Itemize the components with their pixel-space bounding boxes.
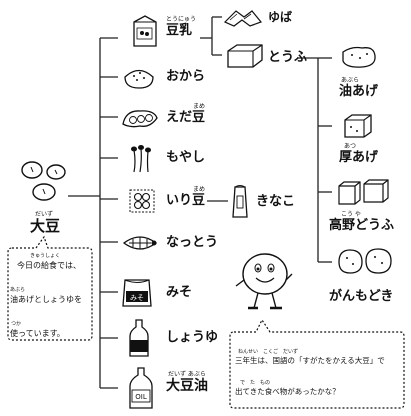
aburaage-ruby: あぶら <box>341 77 360 84</box>
aburaage-label: 油あげ <box>339 84 379 99</box>
okara-label: おから <box>166 69 206 84</box>
shouyu-label: しょうゆ <box>166 330 219 345</box>
atsuage-ruby: あつ <box>344 143 357 150</box>
left-bubble-ruby-2: あぶら <box>10 287 26 293</box>
okara-bowl-icon <box>124 69 154 89</box>
thick-fried-tofu-icon <box>344 114 372 138</box>
koya-tofu-icon <box>338 179 389 205</box>
nattou-label: なっとう <box>166 235 219 250</box>
tounyuu-ruby: とうにゅう <box>166 16 197 23</box>
soybean-mascot-icon <box>235 253 293 310</box>
daizuabura-ruby: だいず あぶら <box>168 371 206 378</box>
left-bubble-ruby-3: つか <box>11 321 22 327</box>
fried-tofu-icon <box>342 46 376 68</box>
left-bubble-line-2: 油あげとしょうゆを <box>10 295 82 304</box>
bean-sprout-icon <box>131 145 151 173</box>
soy-sauce-bottle-icon <box>129 319 149 357</box>
root-label: 大豆 <box>30 217 61 235</box>
atsuage-label: 厚あげ <box>339 150 379 165</box>
ganmodoki-icon <box>338 248 392 274</box>
moyashi-label: もやし <box>166 150 206 165</box>
ganmodoki-label: がんもどき <box>329 289 394 304</box>
irimame-ruby: まめ <box>193 186 206 193</box>
left-speech-bubble <box>7 235 93 341</box>
right-bubble-ruby-2: で た もの <box>240 380 271 386</box>
edamame-ruby: まめ <box>193 103 206 110</box>
kouyadoufu-label: 高野どうふ <box>329 218 395 233</box>
soy-milk-carton-icon <box>133 15 157 47</box>
toufu-label: とうふ <box>268 50 308 65</box>
tounyuu-label: 豆乳 <box>166 23 193 38</box>
miso-bag-icon: みそ <box>122 279 152 307</box>
left-bubble-line-3: 使っています。 <box>10 329 65 338</box>
miso-label: みそ <box>166 285 193 300</box>
kouyadoufu-ruby: こう や <box>341 211 361 218</box>
daizuabura-label: 大豆油 <box>166 378 208 394</box>
miso-package-text: みそ <box>130 294 144 302</box>
oil-package-text: OIL <box>135 393 147 401</box>
yuba-label: ゆば <box>268 10 293 24</box>
right-bubble-ruby-1: ねんせい こくご だいず <box>238 349 299 355</box>
kinako-label: きなこ <box>256 194 296 209</box>
left-bubble-line-1: 今日の給食では、 <box>17 261 81 270</box>
left-bubble-ruby-1: きゅうしょく <box>30 253 61 259</box>
edamame-label: えだ豆 <box>166 110 206 125</box>
root-ruby: だいず <box>35 211 54 218</box>
roasted-beans-icon <box>129 189 155 213</box>
soybean-oil-bottle-icon: OIL <box>129 367 153 409</box>
edamame-pod-icon <box>122 110 158 128</box>
natto-icon <box>122 236 158 250</box>
right-bubble-line-1: 三年生は、国語の「すがたをかえる大豆」で <box>235 356 385 365</box>
right-bubble-line-2: 出てきた食べ物があったかな？ <box>235 387 340 396</box>
tofu-block-icon <box>227 44 263 68</box>
right-speech-bubble <box>229 318 405 409</box>
irimame-label: いり豆 <box>166 193 206 208</box>
kinako-packet-icon <box>232 185 248 218</box>
yuba-icon <box>223 10 263 27</box>
soybean-icon <box>21 161 66 201</box>
